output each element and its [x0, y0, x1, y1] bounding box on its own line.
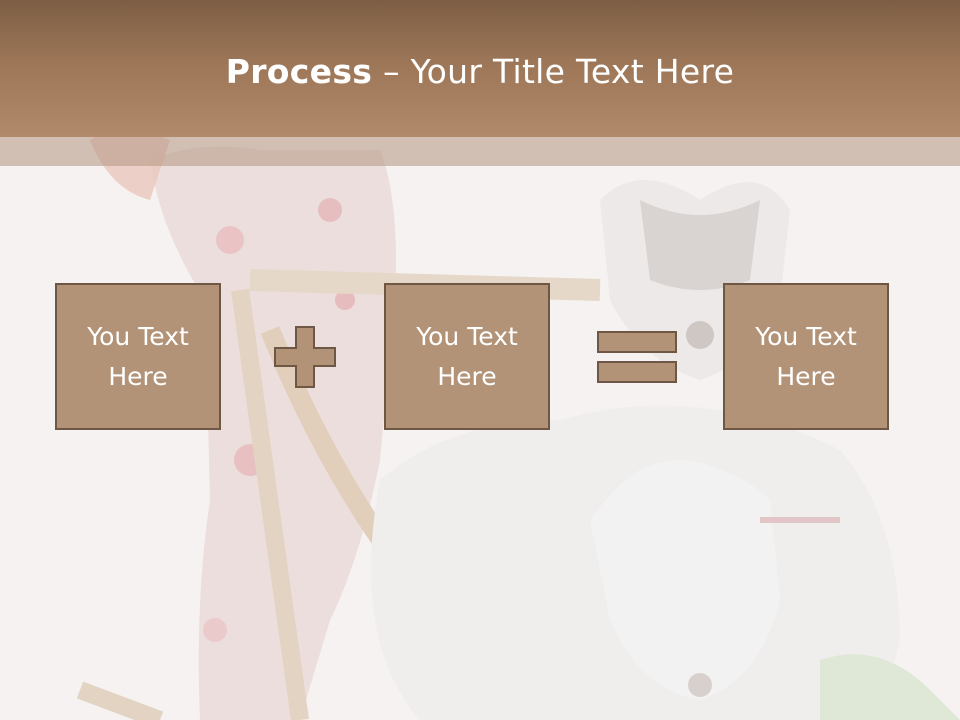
process-box-1-text: You Text Here: [87, 321, 189, 391]
process-box-1[interactable]: You Text Here: [55, 283, 221, 430]
equals-icon: [597, 331, 677, 383]
title-bar-strip: [0, 137, 960, 166]
slide-title: Process – Your Title Text Here: [0, 52, 960, 91]
process-box-2[interactable]: You Text Here: [384, 283, 550, 430]
process-box-3[interactable]: You Text Here: [723, 283, 889, 430]
process-box-3-text: You Text Here: [755, 321, 857, 391]
slide-title-bold: Process: [225, 52, 373, 91]
process-box-2-text: You Text Here: [416, 321, 518, 391]
title-bar: [0, 0, 960, 137]
plus-icon: [274, 326, 336, 388]
slide-title-rest: – Your Title Text Here: [372, 52, 735, 91]
